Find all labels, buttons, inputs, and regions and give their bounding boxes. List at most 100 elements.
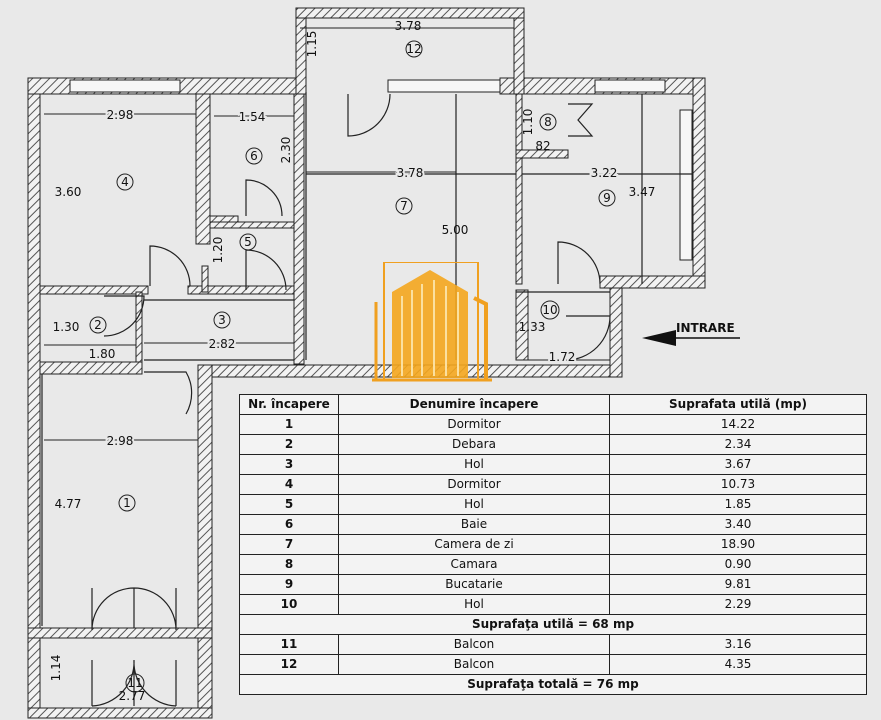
cell-nr: 5 (239, 494, 339, 515)
cell-area: 3.16 (609, 634, 867, 655)
room7-height-label: 5.00 (442, 223, 469, 237)
exterior-walls (27, 7, 706, 719)
room2-width-label: 1.80 (89, 347, 116, 361)
room-markers (89, 40, 616, 693)
room-marker-11: 11 (127, 676, 142, 690)
room9-height-label: 3.47 (629, 185, 656, 199)
room-marker-1: 1 (123, 496, 131, 510)
cell-name: Balcon (338, 654, 610, 675)
room-marker-9: 9 (603, 191, 611, 205)
room4-height-label: 3.60 (55, 185, 82, 199)
cell-area: 14.22 (609, 414, 867, 435)
cell-nr: 12 (239, 654, 339, 675)
cell-nr: 6 (239, 514, 339, 535)
building-logo-icon (372, 262, 492, 382)
cell-nr: 7 (239, 534, 339, 555)
cell-area: 2.34 (609, 434, 867, 455)
cell-area: 4.35 (609, 654, 867, 675)
cell-area: 0.90 (609, 554, 867, 575)
room12-width-label: 3.78 (395, 19, 422, 33)
room-marker-5: 5 (244, 235, 252, 249)
room8-width-label: 82 (535, 139, 550, 153)
cell-area: 10.73 (609, 474, 867, 495)
cell-name: Debara (338, 434, 610, 455)
room-marker-7: 7 (400, 199, 408, 213)
grand-total-cell: Suprafaţa totală = 76 mp (239, 674, 867, 695)
cell-nr: 1 (239, 414, 339, 435)
useful-total-row: Suprafaţa utilă = 68 mp (239, 614, 867, 635)
cell-area: 9.81 (609, 574, 867, 595)
cell-name: Hol (338, 494, 610, 515)
room10-height-label: 1.33 (519, 320, 546, 334)
room-marker-4: 4 (121, 175, 129, 189)
cell-area: 2.29 (609, 594, 867, 615)
room-marker-12: 12 (406, 42, 421, 56)
cell-area: 3.40 (609, 514, 867, 535)
table-header-row: Nr. încapere Denumire încapere Suprafata… (239, 394, 867, 415)
room2-height-label: 1.30 (53, 320, 80, 334)
cell-nr: 4 (239, 474, 339, 495)
room11-width-label: 2.77 (119, 689, 146, 703)
room-marker-10: 10 (542, 303, 557, 317)
room-marker-3: 3 (218, 313, 226, 327)
dimension-lines (44, 27, 610, 441)
room10-width-label: 1.72 (549, 350, 576, 364)
room-marker-6: 6 (250, 149, 258, 163)
cell-name: Hol (338, 594, 610, 615)
cell-name: Bucatarie (338, 574, 610, 595)
room-marker-2: 2 (94, 318, 102, 332)
cell-area: 1.85 (609, 494, 867, 515)
room11-height-label: 1.14 (49, 655, 63, 682)
cell-name: Camara (338, 554, 610, 575)
cell-name: Camera de zi (338, 534, 610, 555)
entrance-label: INTRARE (676, 321, 735, 335)
cell-nr: 9 (239, 574, 339, 595)
cell-nr: 10 (239, 594, 339, 615)
room9-width-label: 3.22 (591, 166, 618, 180)
room3-width-label: 2.82 (209, 337, 236, 351)
room-marker-8: 8 (544, 115, 552, 129)
cell-name: Hol (338, 454, 610, 475)
interior-walls (39, 93, 569, 365)
room12-height-label: 1.15 (305, 31, 319, 58)
cell-area: 3.67 (609, 454, 867, 475)
room6-height-label: 2.30 (279, 137, 293, 164)
grand-total-row: Suprafaţa totală = 76 mp (239, 674, 867, 695)
cell-nr: 2 (239, 434, 339, 455)
cell-nr: 8 (239, 554, 339, 575)
room8-height-label: 1.10 (521, 109, 535, 136)
room6-width-label: 1.54 (239, 110, 266, 124)
cell-name: Dormitor (338, 474, 610, 495)
cell-name: Balcon (338, 634, 610, 655)
room1-height-label: 4.77 (55, 497, 82, 511)
cell-area: 18.90 (609, 534, 867, 555)
cell-name: Dormitor (338, 414, 610, 435)
cell-nr: 3 (239, 454, 339, 475)
useful-total-cell: Suprafaţa utilă = 68 mp (239, 614, 867, 635)
header-room-name: Denumire încapere (338, 394, 610, 415)
cell-nr: 11 (239, 634, 339, 655)
room5-height-label: 1.20 (211, 237, 225, 264)
windows (69, 79, 693, 261)
header-room-number: Nr. încapere (239, 394, 339, 415)
entrance-arrow-icon (642, 330, 740, 346)
rooms-area-table: Nr. încapere Denumire încapere Suprafata… (239, 394, 867, 695)
cell-name: Baie (338, 514, 610, 535)
room4-width-label: 2.98 (107, 108, 134, 122)
header-room-area: Suprafata utilă (mp) (609, 394, 867, 415)
room7-width-label: 3.78 (397, 166, 424, 180)
